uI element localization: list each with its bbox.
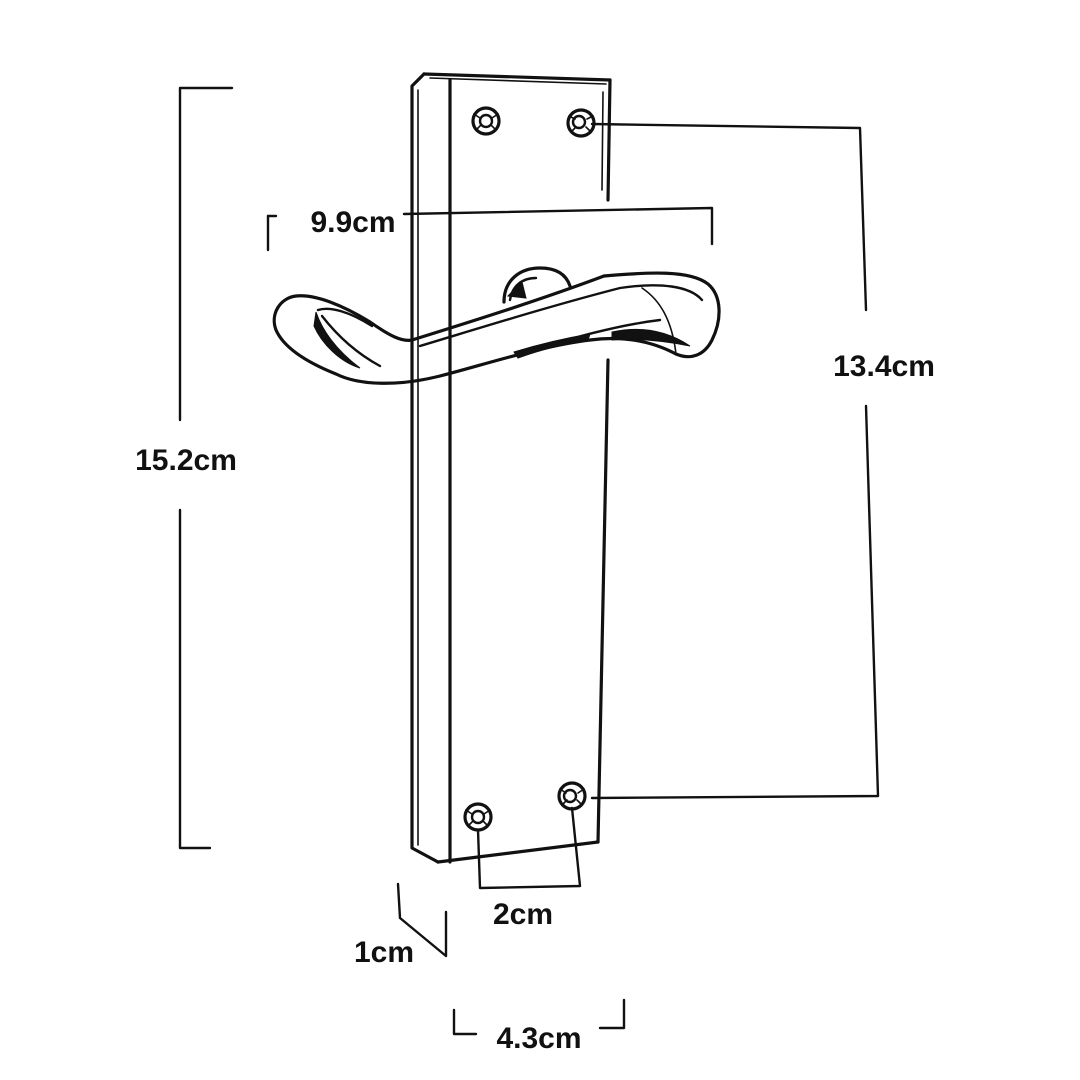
dimension-screw-centres-vertical (590, 122, 880, 800)
label-plate-depth: 1cm (354, 936, 414, 969)
dimension-handle-length (266, 206, 714, 252)
label-screw-centres-vertical: 13.4cm (833, 350, 935, 383)
label-handle-length: 9.9cm (310, 206, 395, 239)
label-overall-height: 15.2cm (135, 444, 237, 477)
screw-bottom-right (557, 781, 587, 811)
dimension-overall-height (178, 86, 234, 850)
screw-top-left (471, 106, 501, 136)
label-plate-width: 4.3cm (496, 1022, 581, 1055)
lever-handle (272, 266, 721, 385)
dimension-screw-centres-horizontal (476, 806, 582, 890)
screw-bottom-left (463, 802, 493, 832)
screw-top-right (566, 108, 596, 138)
dimension-plate-depth (396, 882, 448, 958)
label-screw-centres-horizontal: 2cm (493, 898, 553, 931)
dimension-plate-width (452, 998, 626, 1036)
backplate (410, 72, 612, 864)
